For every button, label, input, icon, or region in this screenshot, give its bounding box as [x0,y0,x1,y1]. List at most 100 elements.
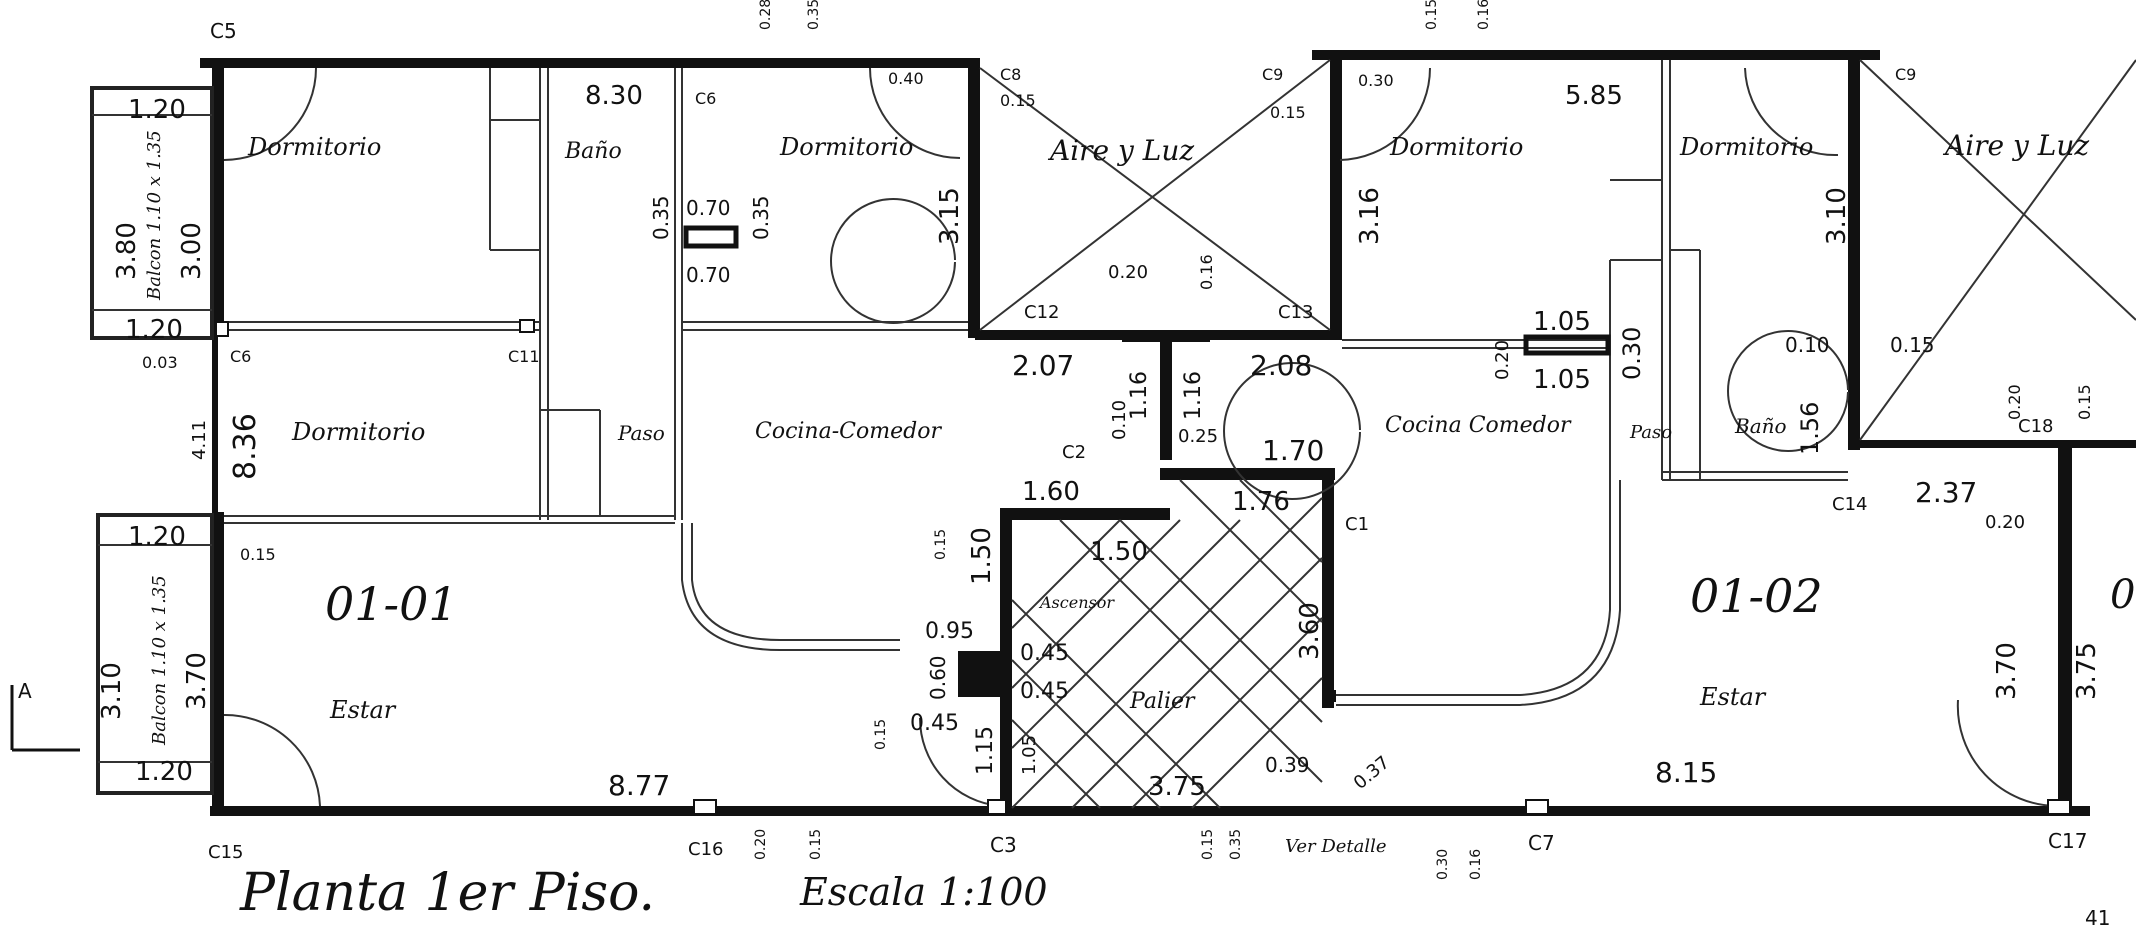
dimension: 0.15 [933,529,949,560]
dimension: 0.15 [873,719,889,750]
dimension: 0.28 [758,0,774,30]
dimension: 0.37 [1350,752,1394,794]
dimension: 1.60 [1022,477,1080,507]
dimension: 0.20 [1985,512,2025,533]
dimension: 4.11 [189,420,210,460]
column-label: C16 [688,839,723,860]
dimension: 0.35 [749,195,773,240]
dimension: 0.45 [1020,641,1069,666]
dimension: 0.20 [753,829,769,860]
dimension: 0.20 [1108,262,1148,283]
dimension: 0.16 [1468,849,1484,880]
interior-partitions [224,60,1848,706]
dimension: 1.70 [1262,434,1324,467]
column-label: C6 [695,89,716,108]
dimension: 0.15 [1000,91,1036,110]
room-label-elevator: Ascensor [1038,593,1115,612]
dimension: 1.05 [1019,735,1040,775]
column-label: C2 [1062,442,1086,463]
dimension: 3.16 [1355,187,1385,245]
unit-label-01-01: 01-01 [325,577,458,631]
column-label: C5 [210,19,237,43]
dimension: 1.05 [1533,365,1591,395]
dimension: 0.35 [649,195,673,240]
door-swings [223,67,2059,808]
dimension: 0.30 [1435,849,1451,880]
dimension: 0.45 [910,711,959,736]
dimension: 1.50 [1090,537,1148,567]
dimension-labels: 8.30 5.85 1.20 3.00 3.80 1.20 0.03 8.36 … [97,0,2102,880]
dimension: 3.80 [112,222,142,280]
room-label-landing: Palier [1129,689,1196,714]
dimension: 1.05 [1533,307,1591,337]
dimension: 3.10 [1822,187,1852,245]
room-label-balcony-top: Balcon 1.10 x 1.35 [144,130,165,301]
see-detail-label: Ver Detalle [1285,836,1387,857]
dimension: 3.75 [2072,642,2102,700]
column-label: C18 [2018,416,2053,437]
dimension: 0.95 [925,619,974,644]
dimension: 0.15 [1200,829,1216,860]
column-label: C8 [1000,65,1021,84]
dimension: 0.39 [1265,753,1310,777]
dimension: 1.20 [125,315,183,345]
dimension: 0.25 [1178,426,1218,447]
dimension: 2.08 [1250,349,1312,382]
dimension: 3.00 [177,222,207,280]
room-label-air-light-1: Aire y Luz [1047,134,1194,167]
dimension: 1.76 [1232,487,1290,517]
light-well-diagonals [979,59,2136,441]
dimension: 0.70 [686,263,731,287]
dimension: 0.45 [1020,679,1069,704]
plan-title: Planta 1er Piso. [239,863,655,923]
room-label-bedroom-3: Dormitorio [291,418,425,446]
unit-label-far-right: 0 [2110,572,2135,618]
dimension: 1.50 [967,527,997,585]
column-label: C6 [230,347,251,366]
dimension: 0.35 [806,0,822,30]
room-label-bedroom-1: Dormitorio [247,133,381,161]
dimension: 0.15 [1270,103,1306,122]
dimension: 3.70 [182,652,212,710]
unit-label-01-02: 01-02 [1690,569,1823,623]
dimension: 1.56 [1796,402,1824,455]
fixtures [215,225,2071,815]
section-marker: A [10,679,80,752]
dimension: 1.20 [128,522,186,552]
column-label: C15 [208,842,243,863]
column-label: C9 [1262,65,1283,84]
exterior-walls [200,50,2136,816]
dimension: 3.15 [935,187,965,245]
room-label-bathroom-1: Baño [564,139,622,164]
column-label: C1 [1345,514,1369,535]
dimension: 2.07 [1012,349,1074,382]
dimension: 0.03 [142,353,178,372]
dimension: 8.30 [585,81,643,111]
dimension: 0.10 [1109,400,1130,440]
plan-scale: Escala 1:100 [799,870,1048,914]
room-label-living-1: Estar [329,696,397,724]
dimension: 0.16 [1476,0,1492,30]
dimension: 0.60 [926,655,950,700]
dimension: 0.15 [240,545,276,564]
column-label: C11 [508,347,540,366]
dimension: 1.16 [1181,371,1206,420]
dimension: 8.77 [608,769,670,802]
dimension: 1.16 [1127,371,1152,420]
dimension: 0.15 [2075,384,2094,420]
column-label: C3 [990,833,1017,857]
dimension: 1.15 [973,726,998,775]
dimension: 0.30 [1618,327,1646,380]
column-label: C17 [2048,829,2087,853]
room-label-living-2: Estar [1699,683,1767,711]
dimension: 0.10 [1785,333,1830,357]
dimension: 0.15 [1890,333,1935,357]
room-label-kitchen-2: Cocina Comedor [1385,413,1572,438]
room-label-air-light-2: Aire y Luz [1942,129,2089,162]
dimension: 0.70 [686,196,731,220]
dimension: 2.37 [1915,476,1977,509]
dimension: 0.20 [1492,340,1513,380]
dimension: 0.15 [808,829,824,860]
room-label-hall-2: Paso [1629,422,1672,443]
